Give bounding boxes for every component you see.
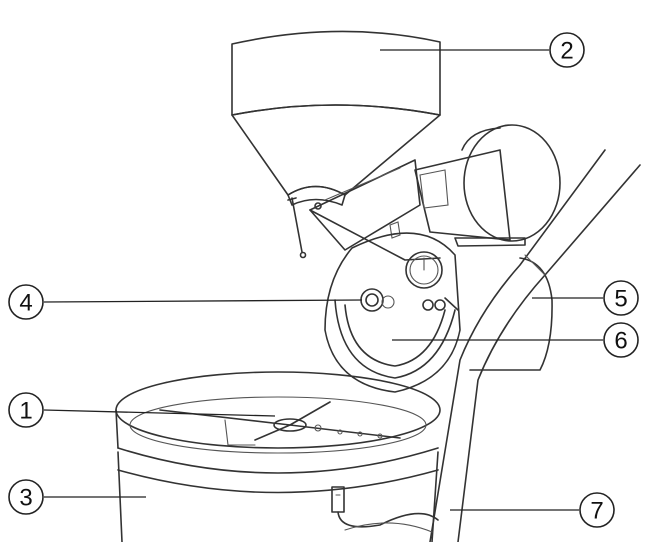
base-cabinet (117, 451, 439, 542)
callout-3: 3 (8, 479, 146, 515)
callout-4: 4 (8, 284, 363, 320)
callout-1: 1 (8, 392, 276, 428)
callout-6: 6 (392, 322, 639, 358)
hopper (231, 30, 441, 206)
callout-5-label: 5 (614, 286, 627, 313)
callout-5: 5 (532, 280, 639, 316)
callout-3-label: 3 (19, 485, 32, 512)
callout-1-label: 1 (19, 398, 32, 425)
callout-7-label: 7 (590, 498, 603, 525)
motor-cylinder (414, 124, 561, 247)
callout-4-label: 4 (19, 290, 32, 317)
cooling-tray (115, 371, 441, 474)
callout-2: 2 (380, 32, 585, 68)
feed-chute (287, 159, 441, 261)
callout-7: 7 (450, 492, 615, 528)
callout-2-label: 2 (560, 38, 573, 65)
front-plate (324, 232, 461, 393)
drum-housing (469, 257, 553, 371)
frame-arm (429, 149, 641, 542)
callout-6-label: 6 (614, 328, 627, 355)
